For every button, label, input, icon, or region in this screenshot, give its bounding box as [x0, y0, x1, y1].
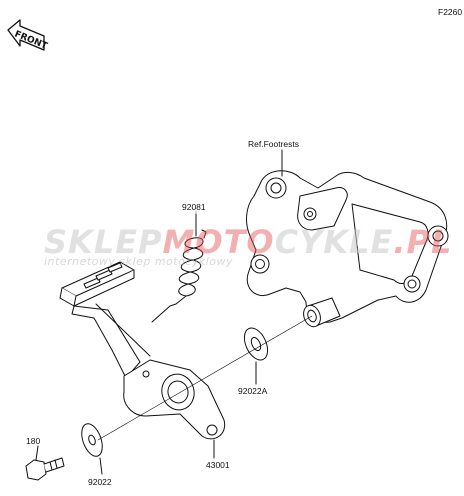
watermark-brand: SKLEPMOTOCYKLE.PL — [44, 226, 452, 258]
watermark-part-3: CYKLE — [274, 223, 394, 261]
brake-pedal-43001 — [59, 261, 226, 440]
part-number-92022a: 92022A — [238, 386, 268, 396]
washer-92022 — [81, 423, 103, 457]
part-number-180: 180 — [26, 436, 41, 446]
bolt-180-leader — [35, 445, 39, 461]
ref-footrests-label: Ref.Footrests — [248, 139, 300, 149]
assembly-axis — [97, 315, 313, 441]
watermark-part-2: MOTO — [162, 223, 275, 261]
watermark-tagline: internetowy sklep motocyklowy — [44, 255, 234, 268]
spring-92081 — [151, 213, 207, 323]
front-arrow-icon: FRONT — [7, 19, 49, 52]
part-number-43001: 43001 — [206, 460, 230, 470]
washer-92022a — [243, 327, 269, 361]
watermark-part-4: .PL — [393, 223, 453, 261]
washer-92022-leader — [99, 457, 103, 475]
footrest-bracket — [246, 170, 449, 328]
watermark-part-1: SKLEP — [44, 223, 163, 261]
diagram-code: F2260 — [438, 7, 463, 17]
bolt-180 — [25, 457, 65, 481]
part-number-92081: 92081 — [182, 202, 206, 212]
part-number-92022: 92022 — [88, 477, 112, 487]
